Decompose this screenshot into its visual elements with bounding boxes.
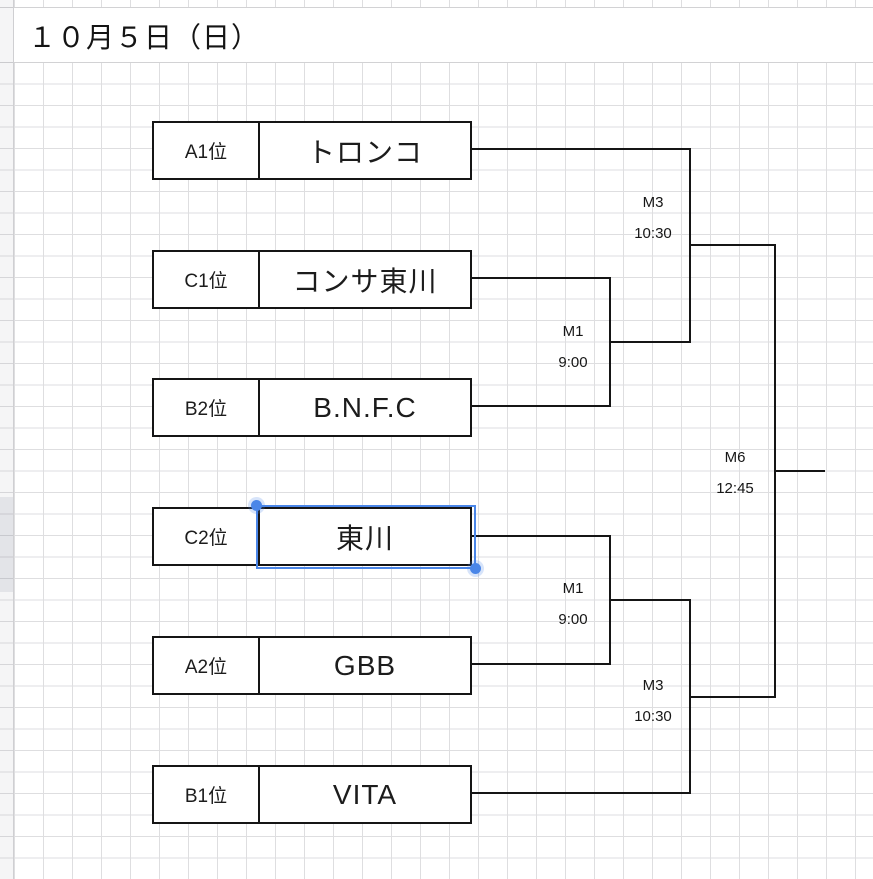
grid-partial-top-row <box>0 0 873 8</box>
bracket-line <box>472 535 611 537</box>
match-id: M6 <box>724 449 746 466</box>
team-name-cell[interactable]: GBB <box>260 638 470 693</box>
match-id: M1 <box>562 323 584 340</box>
bracket-line <box>470 663 611 665</box>
bracket-line <box>774 470 825 472</box>
team-box-b1: B1位 VITA <box>152 765 472 824</box>
seed-cell[interactable]: A2位 <box>154 638 260 693</box>
selection-handle-top-left[interactable] <box>251 500 262 511</box>
match-time: 10:30 <box>634 225 672 242</box>
match-time: 12:45 <box>716 480 754 497</box>
date-title-cell[interactable]: １０月５日（日） <box>28 22 261 53</box>
bracket-line <box>689 696 776 698</box>
match-label-m6-final[interactable]: M6 12:45 <box>706 442 764 504</box>
seed-cell[interactable]: B1位 <box>154 767 260 822</box>
selection-handle-bottom-right[interactable] <box>470 563 481 574</box>
match-label-m1-top[interactable]: M1 9:00 <box>544 316 602 378</box>
team-name-cell[interactable]: B.N.F.C <box>260 380 470 435</box>
team-name-cell[interactable]: コンサ東川 <box>260 252 470 307</box>
seed-cell[interactable]: C1位 <box>154 252 260 307</box>
team-box-b2: B2位 B.N.F.C <box>152 378 472 437</box>
cell-grid[interactable] <box>0 62 873 879</box>
match-id: M3 <box>642 677 664 694</box>
bracket-line <box>470 405 611 407</box>
match-label-m1-bottom[interactable]: M1 9:00 <box>544 573 602 635</box>
match-id: M1 <box>562 580 584 597</box>
team-box-c1: C1位 コンサ東川 <box>152 250 472 309</box>
match-time: 10:30 <box>634 708 672 725</box>
seed-cell[interactable]: A1位 <box>154 123 260 178</box>
team-box-a2: A2位 GBB <box>152 636 472 695</box>
seed-cell[interactable]: C2位 <box>154 509 260 564</box>
seed-cell[interactable]: B2位 <box>154 380 260 435</box>
team-name-cell[interactable]: 東川 <box>260 509 470 564</box>
match-id: M3 <box>642 194 664 211</box>
match-label-m3-bottom[interactable]: M3 10:30 <box>624 670 682 732</box>
left-column-sliver <box>0 0 14 879</box>
bracket-line <box>470 277 611 279</box>
bracket-line <box>689 244 776 246</box>
selected-rows-shading <box>0 497 13 592</box>
bracket-line <box>470 792 691 794</box>
team-box-a1: A1位 トロンコ <box>152 121 472 180</box>
team-name-cell[interactable]: VITA <box>260 767 470 822</box>
match-time: 9:00 <box>558 611 588 628</box>
bracket-line <box>609 599 691 601</box>
match-time: 9:00 <box>558 354 588 371</box>
bracket-line <box>470 148 691 150</box>
bracket-line <box>609 341 691 343</box>
team-name-cell[interactable]: トロンコ <box>260 123 470 178</box>
match-label-m3-top[interactable]: M3 10:30 <box>624 187 682 249</box>
selected-cell-outline[interactable] <box>251 500 481 574</box>
team-box-c2: C2位 東川 <box>152 507 472 566</box>
